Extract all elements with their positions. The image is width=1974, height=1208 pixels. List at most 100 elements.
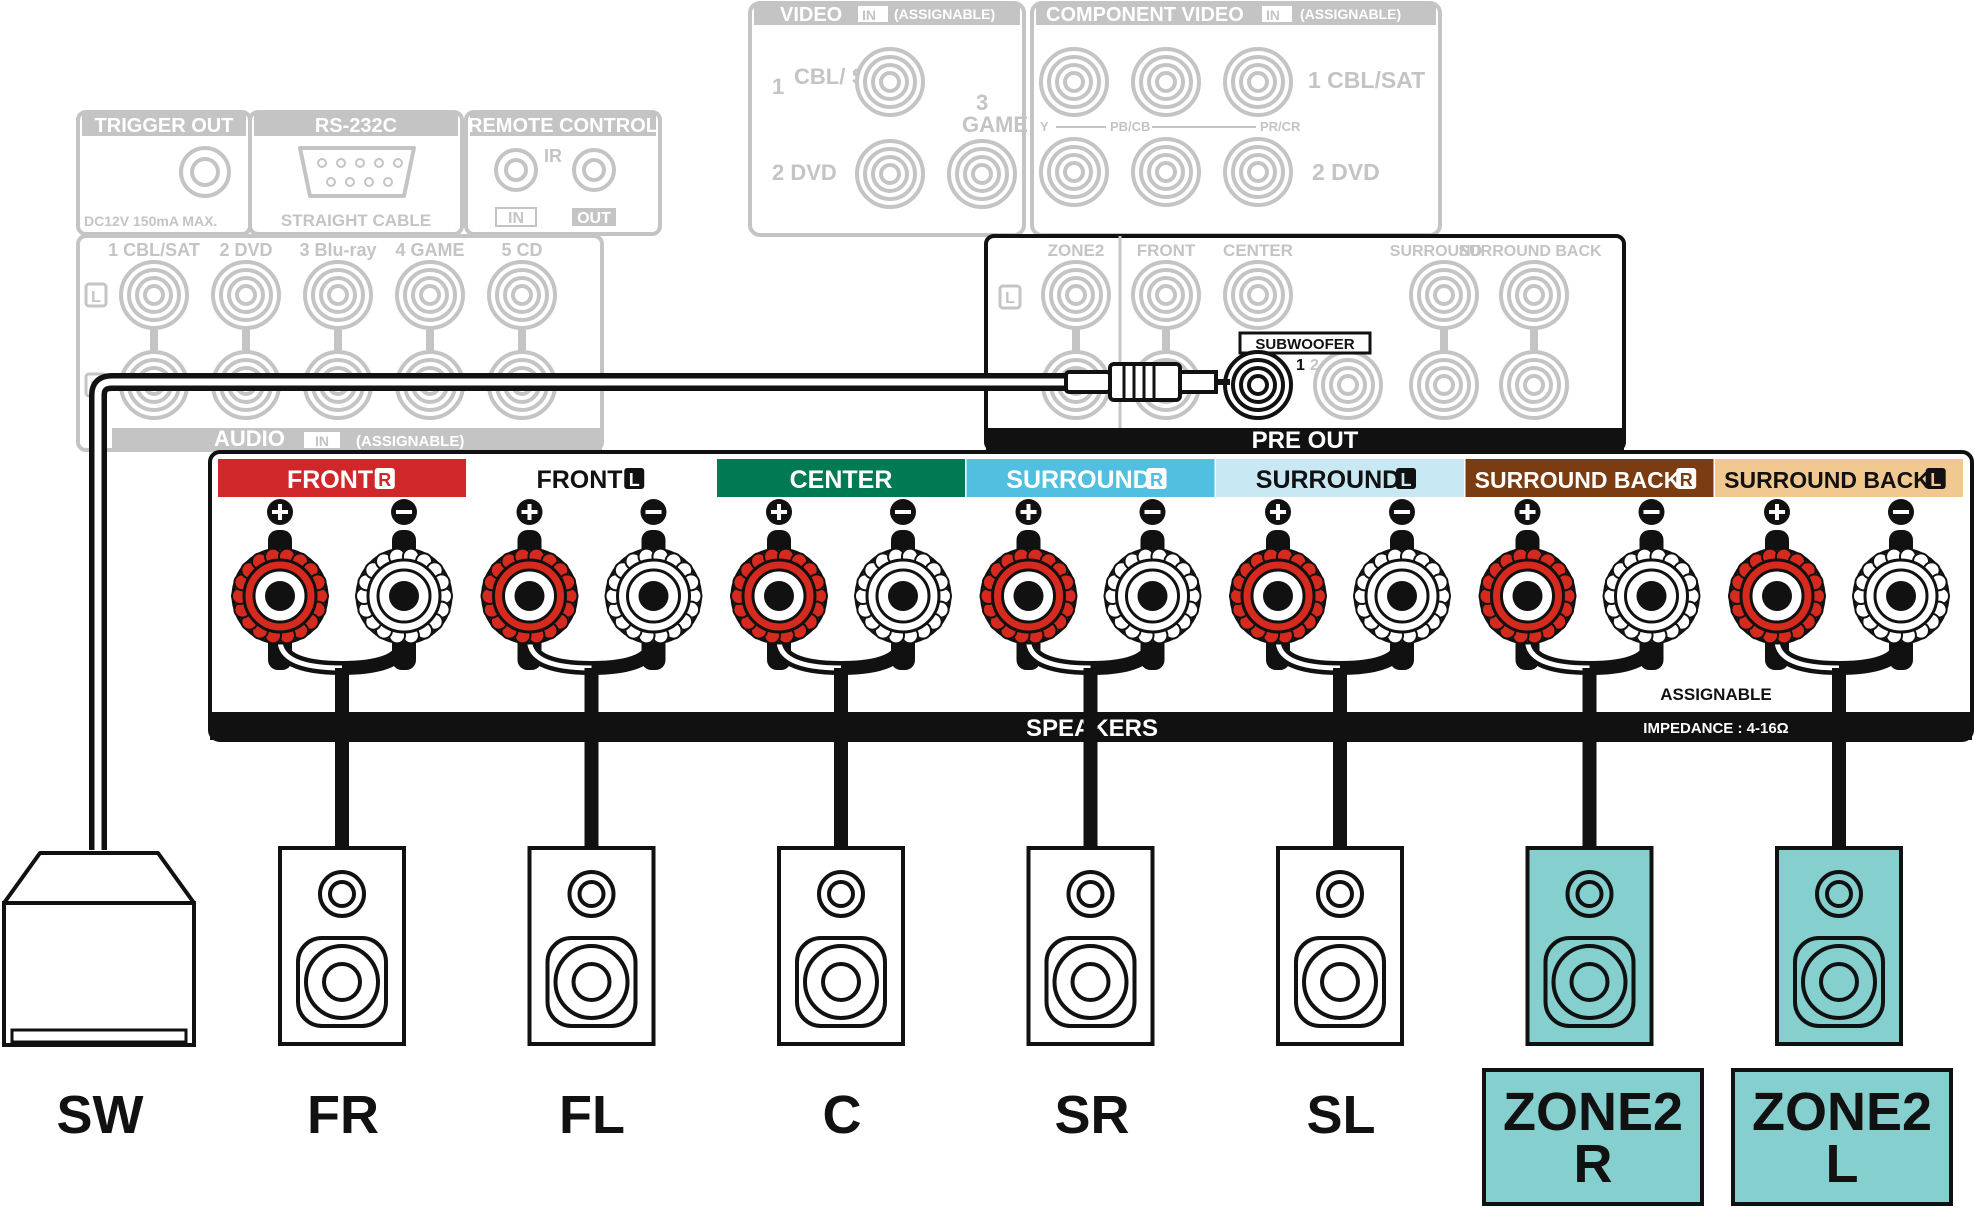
- speaker-box: [1026, 668, 1155, 1046]
- zone2-r-label: ZONE2 R: [1482, 1068, 1704, 1206]
- channel-name: FRONT: [536, 466, 622, 494]
- audio-in-panel: 1 CBL/SAT 2 DVD 3 Blu-ray 4 GAME 5 CD L …: [76, 234, 604, 452]
- zone2-r-line1: ZONE2: [1502, 1082, 1684, 1142]
- speaker-label-fr: FR: [307, 1085, 379, 1145]
- channel-name: CENTER: [790, 466, 893, 494]
- audio-input-4: 4 GAME: [395, 240, 464, 260]
- speaker-label-fl: FL: [559, 1085, 625, 1145]
- subwoofer-label: SUBWOOFER: [1255, 336, 1354, 353]
- remote-title: REMOTE CONTROL: [468, 115, 658, 137]
- remote-control-panel: REMOTE CONTROL IR IN OUT: [464, 110, 662, 236]
- preout-col-surround: SURROUND: [1390, 243, 1482, 260]
- component-pb-label: PB/CB: [1110, 119, 1150, 134]
- audio-footer: AUDIO: [214, 426, 285, 451]
- remote-out: OUT: [577, 210, 611, 227]
- subwoofer-cable: [89, 362, 1230, 850]
- speakers-impedance: IMPEDANCE : 4-16Ω: [1643, 720, 1788, 737]
- channel-side: L: [629, 470, 640, 490]
- component-assignable: (ASSIGNABLE): [1300, 6, 1401, 22]
- remote-ir: IR: [544, 146, 562, 166]
- speaker-terminal-pair[interactable]: [1728, 499, 1950, 676]
- speaker-box: [527, 668, 656, 1046]
- zone2-l-line2: L: [1825, 1134, 1859, 1194]
- audio-input-1: 1 CBL/SAT: [108, 240, 200, 260]
- rs232-note: STRAIGHT CABLE: [281, 211, 431, 230]
- speaker-label-sw: SW: [56, 1085, 144, 1145]
- preout-col-front: FRONT: [1137, 241, 1196, 260]
- zone2-r-line2: R: [1573, 1134, 1613, 1194]
- component-input-1: 1 CBL/SAT: [1308, 67, 1425, 93]
- channel-name: SURROUND BACK: [1475, 467, 1681, 493]
- video-input-3-name: GAME: [962, 112, 1028, 137]
- zone2-l-line1: ZONE2: [1751, 1082, 1933, 1142]
- speaker-terminal-pair[interactable]: [480, 499, 703, 676]
- pre-out-panel: ZONE2 FRONT CENTER SURROUND SURROUND BAC…: [984, 234, 1626, 454]
- zone-speaker-box: [1775, 668, 1903, 1046]
- audio-assignable: (ASSIGNABLE): [356, 433, 464, 450]
- zone-speaker-box: [1525, 668, 1654, 1046]
- speaker-terminal-pair[interactable]: [1229, 499, 1451, 676]
- trigger-out-panel: TRIGGER OUT DC12V 150mA MAX.: [76, 110, 252, 236]
- video-input-2: 2 DVD: [772, 160, 837, 185]
- remote-in: IN: [508, 210, 524, 227]
- speaker-label-sr: SR: [1054, 1085, 1130, 1145]
- video-in-tag: IN: [862, 7, 876, 23]
- preout-col-zone2: ZONE2: [1048, 241, 1105, 260]
- video-panel: VIDEO IN (ASSIGNABLE) 1 CBL/ SAT 2 DVD 3…: [748, 1, 1028, 237]
- audio-input-5: 5 CD: [501, 240, 542, 260]
- component-pr-label: PR/CR: [1260, 119, 1301, 134]
- trigger-note: DC12V 150mA MAX.: [84, 213, 217, 229]
- video-input-1-num: 1: [772, 74, 784, 99]
- sub2-label: 2: [1310, 357, 1319, 374]
- speaker-terminal-pair[interactable]: [231, 499, 453, 676]
- speaker-terminal-pair[interactable]: [1478, 499, 1701, 676]
- speakers-assignable: ASSIGNABLE: [1660, 685, 1771, 704]
- channel-name: SURROUND: [1006, 466, 1150, 494]
- component-video-panel: COMPONENT VIDEO IN (ASSIGNABLE) Y PB/CB …: [1030, 1, 1442, 237]
- channel-name: SURROUND: [1256, 466, 1400, 494]
- component-in-tag: IN: [1266, 7, 1280, 23]
- audio-in-tag: IN: [315, 433, 329, 449]
- preout-title: PRE OUT: [1252, 427, 1359, 454]
- rs232-panel: RS-232C STRAIGHT CABLE: [248, 110, 464, 236]
- video-title: VIDEO: [780, 4, 842, 26]
- subwoofer-box: [2, 851, 196, 1047]
- trigger-title: TRIGGER OUT: [95, 115, 234, 137]
- speaker-terminal-pair[interactable]: [730, 499, 952, 676]
- speaker-box: [1276, 668, 1404, 1046]
- channel-label: CENTER: [717, 459, 965, 497]
- component-title: COMPONENT VIDEO: [1046, 4, 1244, 26]
- audio-jack-pair: [119, 260, 189, 420]
- channel-label: FRONT L: [467, 459, 716, 497]
- rs232-title: RS-232C: [315, 115, 397, 137]
- channel-side: L: [1401, 470, 1412, 490]
- audio-jack-pair: [487, 260, 557, 420]
- preout-left: L: [1005, 290, 1015, 307]
- audio-jack-pair: [303, 260, 373, 420]
- zone2-l-label: ZONE2 L: [1731, 1068, 1953, 1206]
- speaker-box: [278, 668, 406, 1046]
- audio-left: L: [91, 289, 101, 306]
- preout-col-center: CENTER: [1223, 241, 1293, 260]
- audio-jack-pair: [211, 260, 281, 420]
- channel-name: SURROUND BACK: [1724, 467, 1930, 493]
- audio-input-2: 2 DVD: [219, 240, 272, 260]
- channel-side: L: [1930, 470, 1941, 490]
- sub1-label: 1: [1296, 357, 1305, 374]
- component-input-2: 2 DVD: [1312, 159, 1380, 185]
- speaker-label-sl: SL: [1306, 1085, 1376, 1145]
- channel-side: R: [1150, 470, 1163, 490]
- audio-jack-pair: [395, 260, 465, 420]
- video-assignable: (ASSIGNABLE): [894, 6, 995, 22]
- channel-side: R: [1680, 470, 1693, 490]
- audio-input-3: 3 Blu-ray: [299, 240, 376, 260]
- speaker-terminal-pair[interactable]: [979, 499, 1202, 676]
